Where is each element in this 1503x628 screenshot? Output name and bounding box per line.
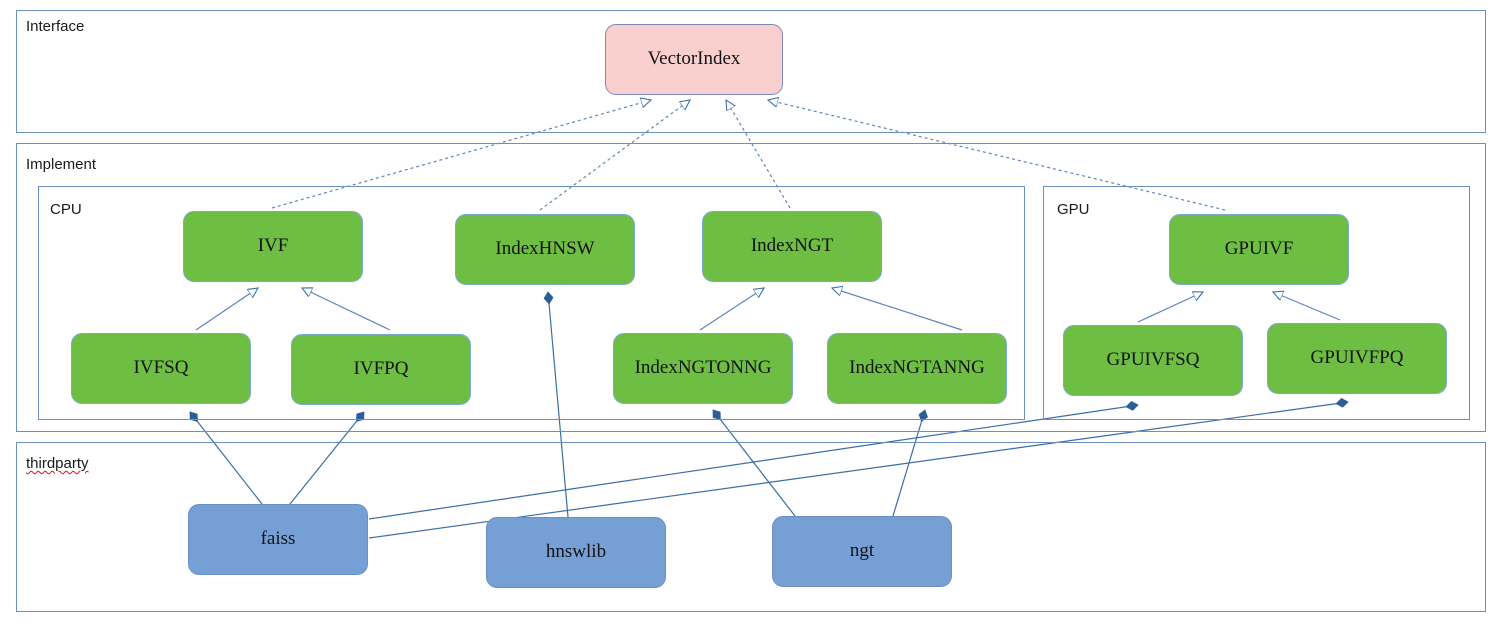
- group-label-gpu: GPU: [1057, 201, 1090, 218]
- node-gpuivfpq[interactable]: GPUIVFPQ: [1267, 323, 1447, 394]
- node-hnswlib[interactable]: hnswlib: [486, 517, 666, 588]
- node-indexngt[interactable]: IndexNGT: [702, 211, 882, 282]
- node-ivf[interactable]: IVF: [183, 211, 363, 282]
- node-ngt[interactable]: ngt: [772, 516, 952, 587]
- node-indexhnsw[interactable]: IndexHNSW: [455, 214, 635, 285]
- group-frame-cpu: [38, 186, 1025, 420]
- node-gpuivf[interactable]: GPUIVF: [1169, 214, 1349, 285]
- group-frame-implement: [16, 143, 1486, 432]
- group-label-thirdparty: thirdparty: [26, 455, 89, 472]
- node-indexngtanng[interactable]: IndexNGTANNG: [827, 333, 1007, 404]
- group-frame-interface: [16, 10, 1486, 133]
- node-ivfpq[interactable]: IVFPQ: [291, 334, 471, 405]
- group-frame-thirdparty: [16, 442, 1486, 612]
- node-ivfsq[interactable]: IVFSQ: [71, 333, 251, 404]
- group-label-implement: Implement: [26, 156, 97, 173]
- node-indexngtonng[interactable]: IndexNGTONNG: [613, 333, 793, 404]
- node-faiss[interactable]: faiss: [188, 504, 368, 575]
- node-gpuivfsq[interactable]: GPUIVFSQ: [1063, 325, 1243, 396]
- group-frame-gpu: [1043, 186, 1470, 420]
- group-label-cpu: CPU: [50, 201, 82, 218]
- group-label-interface: Interface: [26, 18, 85, 35]
- node-vectorindex[interactable]: VectorIndex: [605, 24, 783, 95]
